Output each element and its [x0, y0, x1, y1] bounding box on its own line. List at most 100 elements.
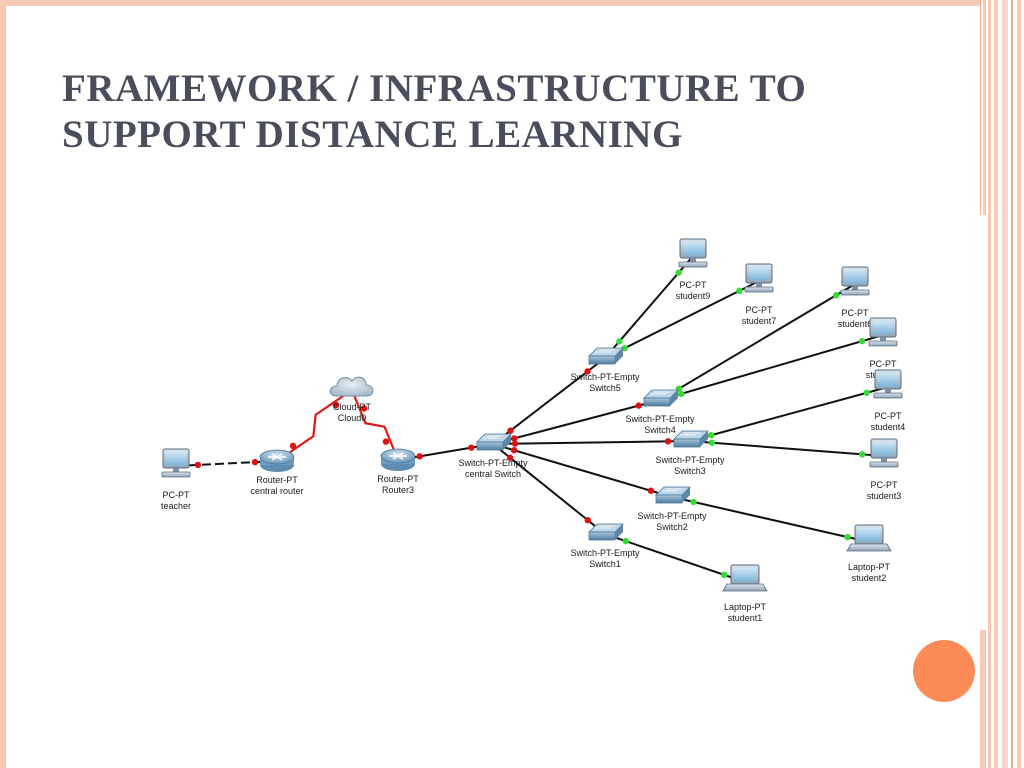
pc-icon: [840, 266, 870, 296]
node-student4-name-label: student4: [871, 422, 906, 432]
node-student9-type-label: PC-PT: [680, 280, 708, 290]
node-student1-type-label: Laptop-PT: [724, 602, 767, 612]
node-student5-type-label: PC-PT: [870, 359, 898, 369]
link-central-switch-switch4: [492, 399, 661, 445]
link-switch5-student9-light-a: [616, 338, 623, 345]
link-switch2-student2-light-b: [844, 533, 851, 541]
node-router3-name-label: Router3: [382, 485, 414, 495]
node-central-switch-name-label: central Switch: [465, 469, 521, 479]
link-switch3-student3-light-b: [858, 451, 866, 458]
pc-icon: [744, 263, 774, 293]
node-teacher-type-label: PC-PT: [163, 490, 191, 500]
switch-icon: [476, 433, 512, 451]
node-central-switch-type-label: Switch-PT-Empty: [458, 458, 528, 468]
link-central-switch-switch2-light-a: [510, 447, 518, 454]
node-switch3-type-label: Switch-PT-Empty: [655, 455, 725, 465]
link-switch2-student2: [671, 496, 870, 543]
link-lights-layer: [194, 269, 870, 579]
pc-icon: [678, 238, 708, 268]
node-student2-type-label: Laptop-PT: [848, 562, 891, 572]
link-central-router-cloud-light-a: [289, 442, 297, 450]
link-central-switch-switch1-light-a: [506, 454, 514, 461]
node-student7-type-label: PC-PT: [746, 305, 774, 315]
link-router3-central-switch-light-b: [468, 444, 475, 451]
link-teacher-central-router-light-b: [251, 458, 259, 466]
link-cloud-router3: [350, 389, 400, 461]
node-student6-name-label: student6: [838, 319, 873, 329]
link-switch4-student5-light-a: [677, 390, 685, 398]
link-switch4-student6-light-b: [832, 292, 840, 299]
node-switch1-name-label: Switch1: [589, 559, 621, 569]
node-student2-name-label: student2: [852, 573, 887, 583]
node-switch4-type-label: Switch-PT-Empty: [625, 414, 695, 424]
pc-icon: [869, 438, 899, 468]
link-switch5-student7-light-b: [736, 287, 743, 295]
node-switch2-name-label: Switch2: [656, 522, 688, 532]
node-switch3-name-label: Switch3: [674, 466, 706, 476]
link-cloud-router3-light-b: [382, 438, 390, 445]
link-central-switch-switch3-light-b: [664, 438, 672, 445]
switch-icon: [655, 486, 691, 504]
slide-title: FRAMEWORK / INFRASTRUCTURE TO SUPPORT DI…: [62, 66, 942, 158]
link-central-switch-switch2-light-b: [647, 487, 655, 494]
link-switch3-student3: [689, 440, 885, 457]
pc-icon: [868, 317, 898, 347]
node-router3-type-label: Router-PT: [377, 474, 419, 484]
switch-icon: [673, 430, 709, 448]
switch-icon: [643, 389, 679, 407]
link-router3-central-switch-light-a: [416, 453, 423, 460]
link-switch3-student4-light-a: [708, 432, 715, 439]
node-switch1-type-label: Switch-PT-Empty: [570, 548, 640, 558]
link-central-switch-switch2: [492, 443, 673, 498]
link-central-switch-switch5-light-a: [507, 427, 514, 434]
slide-title-line-1: FRAMEWORK / INFRASTRUCTURE TO: [62, 67, 807, 110]
link-switch4-student5: [659, 334, 884, 401]
node-switch4-name-label: Switch4: [644, 425, 676, 435]
node-student3-type-label: PC-PT: [871, 480, 899, 490]
node-cloud-name-label: Cloud0: [338, 413, 367, 423]
node-central-router-name-label: central router: [250, 486, 303, 496]
link-teacher-central-router-light-a: [194, 461, 202, 469]
switch-icon: [588, 523, 624, 541]
node-student7-name-label: student7: [742, 316, 777, 326]
node-student6-type-label: PC-PT: [842, 308, 870, 318]
node-student9-name-label: student9: [676, 291, 711, 301]
link-switch3-student4-light-b: [863, 389, 870, 396]
link-switch4-student5-light-b: [858, 337, 866, 345]
cloud-icon: [329, 376, 374, 397]
pc-icon: [161, 448, 191, 478]
link-central-switch-switch4-light-a: [511, 435, 518, 442]
node-student3-name-label: student3: [867, 491, 902, 501]
slide-top-border: [0, 0, 980, 6]
link-central-switch-switch3-light-a: [511, 440, 519, 447]
node-central-router-type-label: Router-PT: [256, 475, 298, 485]
link-central-switch-switch1-light-b: [584, 517, 592, 524]
switch-icon: [588, 347, 624, 365]
node-teacher-name-label: teacher: [161, 501, 191, 511]
laptop-icon: [722, 564, 768, 592]
router-icon: [380, 448, 416, 471]
node-switch5-type-label: Switch-PT-Empty: [570, 372, 640, 382]
link-switch5-student7-light-a: [621, 344, 628, 352]
slide-left-border: [0, 0, 6, 768]
node-student4-type-label: PC-PT: [875, 411, 903, 421]
